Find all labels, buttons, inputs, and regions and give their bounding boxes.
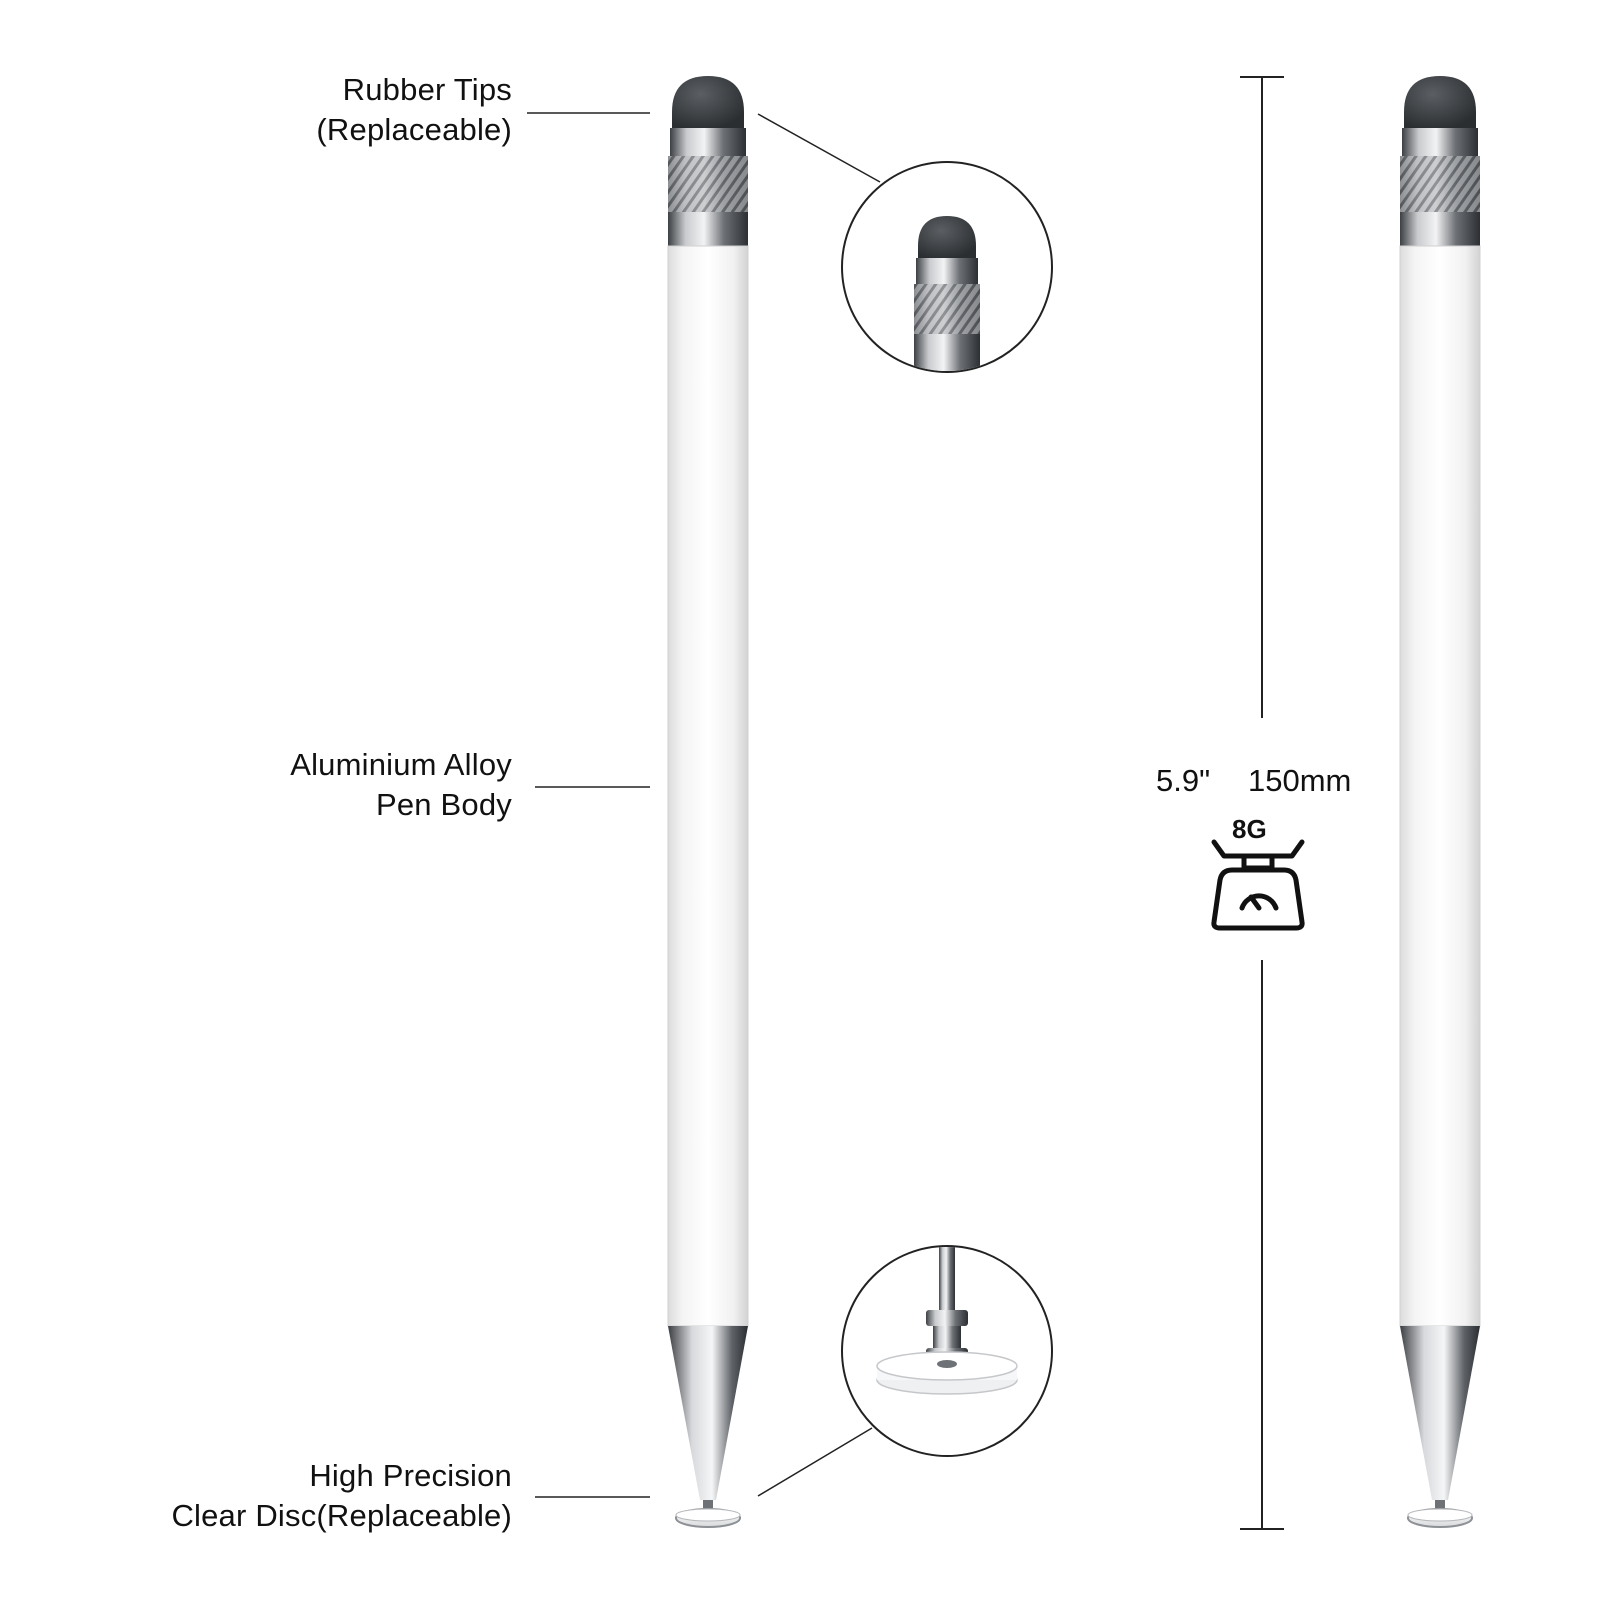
callout-rubber-tips: Rubber Tips (Replaceable) <box>316 70 512 150</box>
zoom-line-bottom <box>757 1427 873 1497</box>
zoom-circle-clear-disc <box>841 1245 1053 1457</box>
callout-pen-body: Aluminium Alloy Pen Body <box>290 745 512 825</box>
left-pen <box>667 76 749 1528</box>
metal-cone <box>668 1326 748 1500</box>
zoom-circle-rubber-tip <box>841 161 1053 373</box>
metal-band-top <box>670 128 746 156</box>
zoom-line-top <box>757 113 881 183</box>
callout-rubber-tips-line1: Rubber Tips <box>342 72 512 107</box>
weight-label: 8G <box>1232 814 1267 844</box>
callout-clear-disc: High Precision Clear Disc(Replaceable) <box>171 1456 512 1536</box>
callout-clear-disc-line1: High Precision <box>309 1458 512 1493</box>
callout-rubber-tips-line2: (Replaceable) <box>316 112 512 147</box>
scale-icon <box>1211 839 1305 931</box>
rubber-tip <box>672 76 744 128</box>
callout-pen-body-line2: Pen Body <box>375 787 512 822</box>
length-millimeters: 150mm <box>1248 763 1352 798</box>
callout-pen-body-line1: Aluminium Alloy <box>290 747 512 782</box>
length-dimension <box>1240 76 1284 1530</box>
length-inches: 5.9" <box>1156 763 1211 798</box>
pen-body <box>668 246 748 1326</box>
callout-clear-disc-line2: Clear Disc(Replaceable) <box>171 1498 512 1533</box>
right-pen <box>1399 76 1481 1528</box>
metal-band-bottom <box>668 212 748 246</box>
